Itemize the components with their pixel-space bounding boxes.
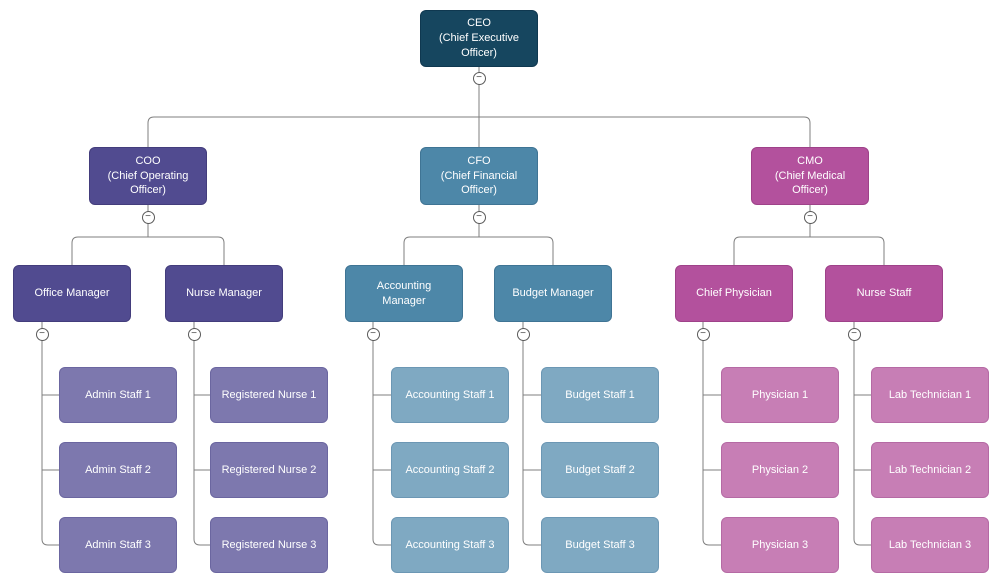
node-coo[interactable]: COO (Chief Operating Officer) xyxy=(89,147,207,205)
node-office-manager[interactable]: Office Manager xyxy=(13,265,131,322)
node-physician-1[interactable]: Physician 1 xyxy=(721,367,839,423)
minus-icon: − xyxy=(851,328,857,339)
node-admin-staff-2[interactable]: Admin Staff 2 xyxy=(59,442,177,498)
node-nurse-manager[interactable]: Nurse Manager xyxy=(165,265,283,322)
minus-icon: − xyxy=(145,211,151,222)
node-budget-staff-2[interactable]: Budget Staff 2 xyxy=(541,442,659,498)
node-lab-technician-2[interactable]: Lab Technician 2 xyxy=(871,442,989,498)
node-cfo[interactable]: CFO (Chief Financial Officer) xyxy=(420,147,538,205)
collapse-button-cfo[interactable]: − xyxy=(472,210,486,224)
node-budget-staff-3[interactable]: Budget Staff 3 xyxy=(541,517,659,573)
node-budget-staff-1[interactable]: Budget Staff 1 xyxy=(541,367,659,423)
node-accounting-staff-2[interactable]: Accounting Staff 2 xyxy=(391,442,509,498)
node-lab-technician-1[interactable]: Lab Technician 1 xyxy=(871,367,989,423)
node-accounting-staff-3[interactable]: Accounting Staff 3 xyxy=(391,517,509,573)
node-registered-nurse-1[interactable]: Registered Nurse 1 xyxy=(210,367,328,423)
node-lab-technician-3[interactable]: Lab Technician 3 xyxy=(871,517,989,573)
node-chief-physician[interactable]: Chief Physician xyxy=(675,265,793,322)
minus-icon: − xyxy=(700,328,706,339)
node-budget-manager[interactable]: Budget Manager xyxy=(494,265,612,322)
node-cmo[interactable]: CMO (Chief Medical Officer) xyxy=(751,147,869,205)
minus-icon: − xyxy=(807,211,813,222)
node-registered-nurse-3[interactable]: Registered Nurse 3 xyxy=(210,517,328,573)
collapse-button-nurse-staff[interactable]: − xyxy=(847,327,861,341)
collapse-button-chief-physician[interactable]: − xyxy=(696,327,710,341)
collapse-button-coo[interactable]: − xyxy=(141,210,155,224)
minus-icon: − xyxy=(39,328,45,339)
collapse-button-nurse-manager[interactable]: − xyxy=(187,327,201,341)
minus-icon: − xyxy=(476,72,482,83)
collapse-button-cmo[interactable]: − xyxy=(803,210,817,224)
node-accounting-staff-1[interactable]: Accounting Staff 1 xyxy=(391,367,509,423)
minus-icon: − xyxy=(520,328,526,339)
collapse-button-accounting-manager[interactable]: − xyxy=(366,327,380,341)
node-nurse-staff[interactable]: Nurse Staff xyxy=(825,265,943,322)
collapse-button-office-manager[interactable]: − xyxy=(35,327,49,341)
collapse-button-budget-manager[interactable]: − xyxy=(516,327,530,341)
minus-icon: − xyxy=(191,328,197,339)
collapse-button-ceo[interactable]: − xyxy=(472,71,486,85)
node-ceo[interactable]: CEO (Chief Executive Officer) xyxy=(420,10,538,67)
node-accounting-manager[interactable]: Accounting Manager xyxy=(345,265,463,322)
node-registered-nurse-2[interactable]: Registered Nurse 2 xyxy=(210,442,328,498)
minus-icon: − xyxy=(370,328,376,339)
minus-icon: − xyxy=(476,211,482,222)
node-physician-3[interactable]: Physician 3 xyxy=(721,517,839,573)
node-admin-staff-1[interactable]: Admin Staff 1 xyxy=(59,367,177,423)
node-physician-2[interactable]: Physician 2 xyxy=(721,442,839,498)
node-admin-staff-3[interactable]: Admin Staff 3 xyxy=(59,517,177,573)
